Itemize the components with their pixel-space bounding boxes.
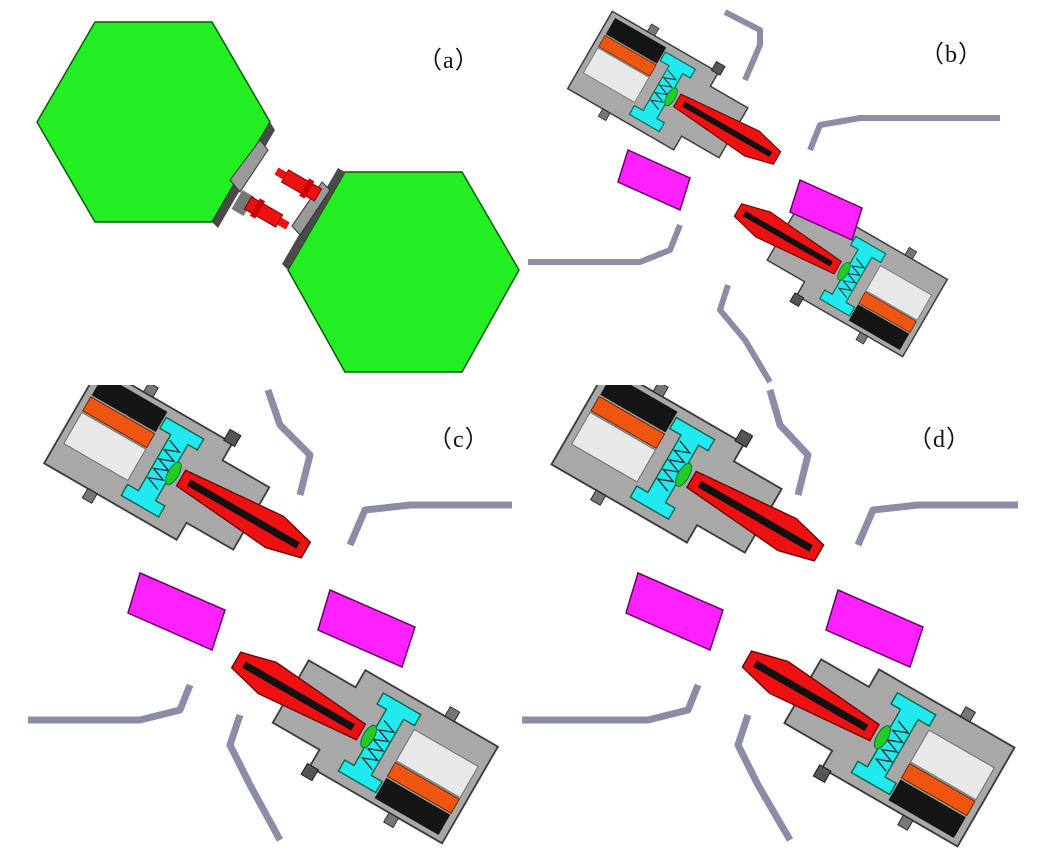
pipe bbox=[734, 713, 794, 842]
pipe bbox=[854, 501, 1018, 547]
magenta-block bbox=[317, 588, 416, 669]
pipe bbox=[346, 501, 512, 547]
pipe bbox=[28, 683, 194, 724]
panel-c-drawing bbox=[28, 385, 512, 854]
magenta-block bbox=[625, 571, 724, 652]
panel-c: （c） bbox=[0, 385, 520, 861]
panel-d-label: （d） bbox=[908, 427, 971, 453]
magenta-block bbox=[127, 571, 226, 652]
panel-b-label: （b） bbox=[920, 42, 983, 68]
upper-mechanism bbox=[545, 385, 854, 613]
left-docking-interface bbox=[212, 122, 290, 230]
panel-b: （b） bbox=[520, 0, 1038, 385]
panel-a-drawing bbox=[36, 21, 520, 373]
pipe bbox=[723, 9, 763, 82]
panel-a-label: （a） bbox=[418, 48, 480, 74]
panel-a: （a） bbox=[0, 0, 520, 385]
magenta-block bbox=[825, 588, 924, 669]
panel-b-drawing bbox=[528, 3, 1000, 384]
pipe bbox=[766, 389, 812, 496]
pipe bbox=[717, 284, 773, 384]
upper-mechanism bbox=[562, 3, 805, 205]
magenta-block bbox=[617, 148, 691, 212]
panel-d-drawing bbox=[522, 385, 1021, 857]
pipe bbox=[226, 713, 284, 842]
pipe bbox=[522, 683, 702, 724]
pipe bbox=[807, 115, 1000, 152]
right-docking-interface bbox=[274, 167, 345, 270]
panel-c-label: （c） bbox=[428, 427, 490, 453]
magenta-block bbox=[789, 178, 863, 242]
pipe bbox=[264, 388, 314, 496]
panel-d: （d） bbox=[508, 385, 1038, 861]
upper-mechanism bbox=[37, 385, 341, 609]
pipe bbox=[528, 223, 683, 265]
